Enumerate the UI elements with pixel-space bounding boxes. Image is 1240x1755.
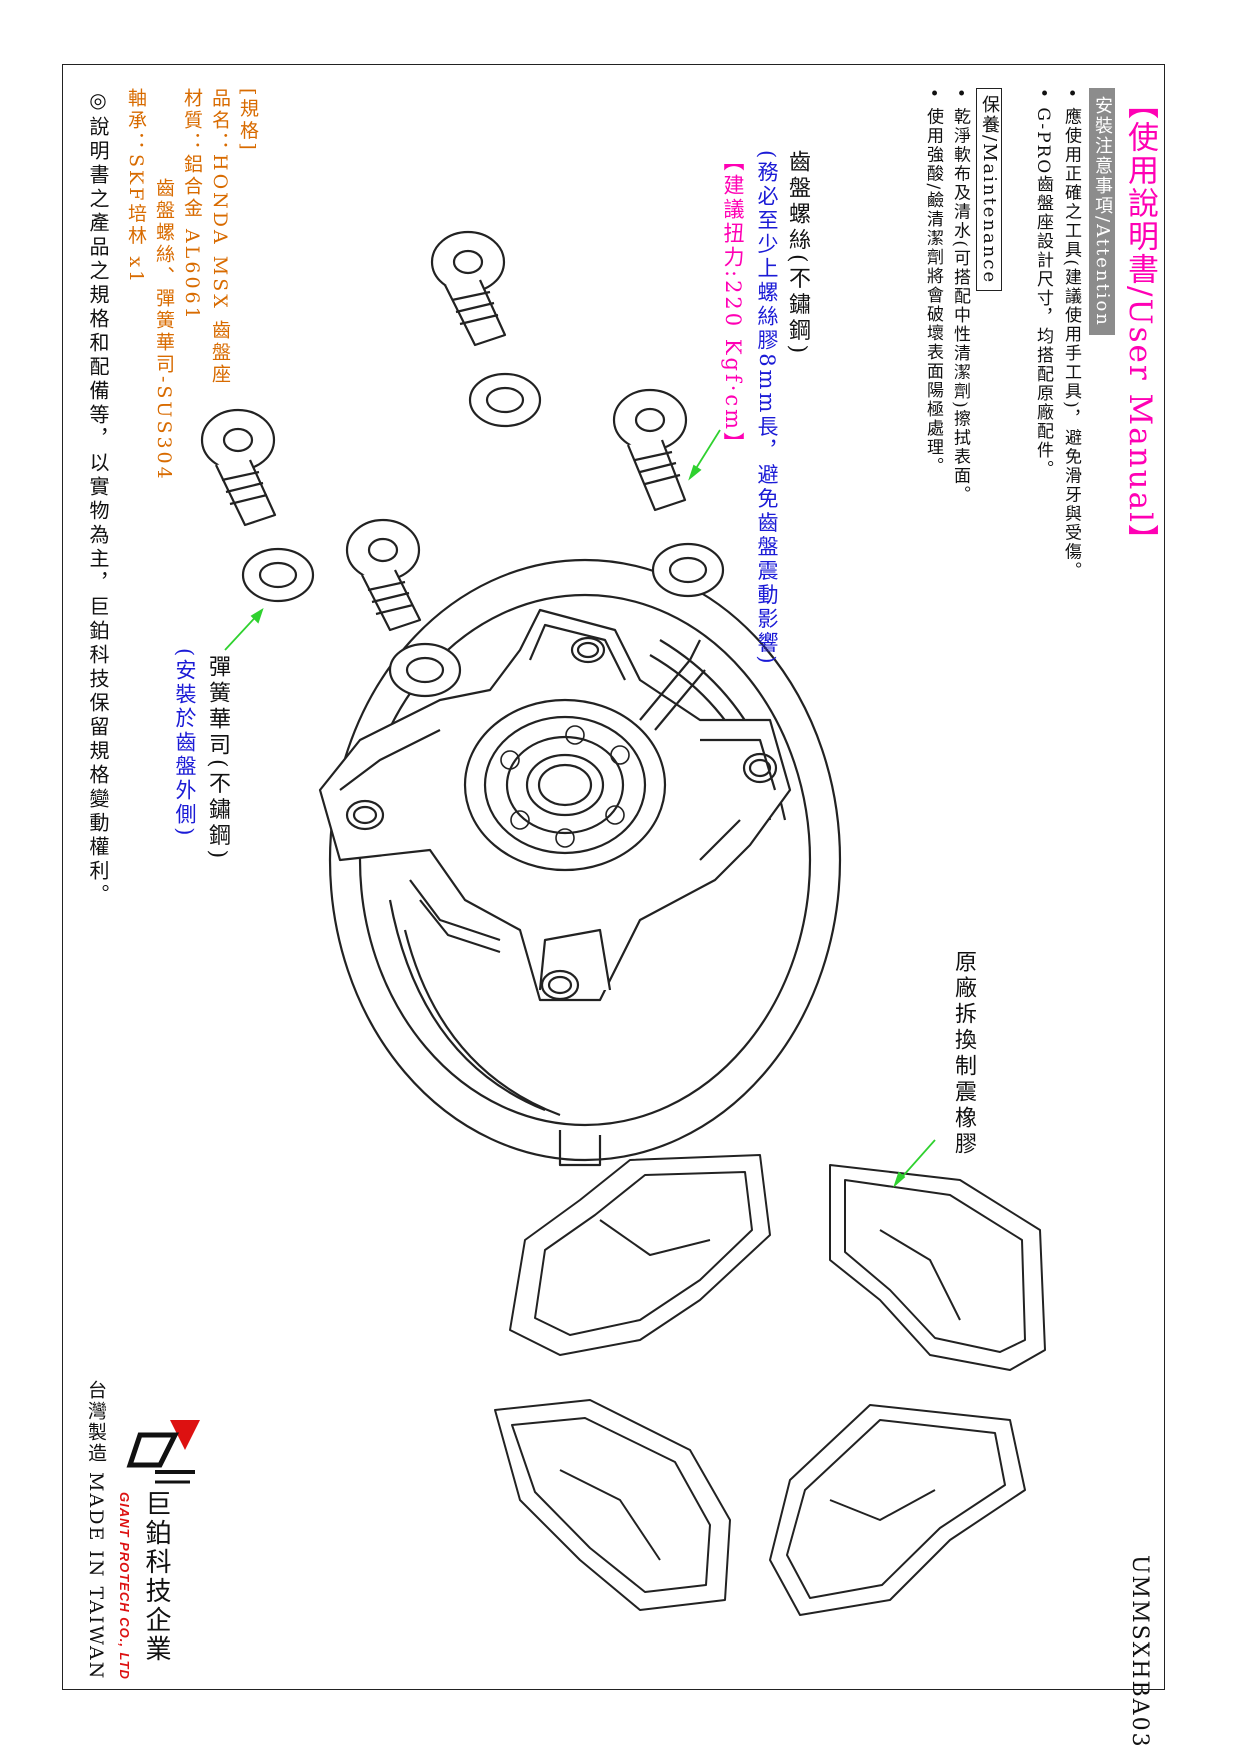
washer-3	[241, 547, 315, 603]
brand-name-zh: 巨鉑科技企業	[141, 1490, 171, 1664]
spec-name: 品名：HONDA MSX 齒盤座	[209, 88, 231, 386]
spec-material-2: 齒盤螺絲、彈簧華司-SUS304	[153, 178, 175, 482]
rubber-damper-2	[829, 1164, 1046, 1371]
damper-label: 原廠拆換制震橡膠	[951, 950, 976, 1158]
rubber-damper-4	[769, 1404, 1026, 1616]
attention-item: • 應使用正確之工具(建議使用手工具)，避免滑牙與受傷。	[1061, 88, 1081, 581]
washer-1	[468, 372, 542, 428]
spec-bearing: 軸承：SKF培林 x1	[125, 88, 147, 286]
footnote: ◎說明書之產品之規格和配備等，以實物為主，巨鉑科技保留規格變動權利。	[86, 88, 110, 908]
attention-header: 安裝注意事項/Attention	[1089, 88, 1115, 335]
bolt-torque: 【建議扭力:220 Kgf·cm】	[721, 150, 745, 457]
maintenance-item: • 乾淨軟布及清水(可搭配中性清潔劑)擦拭表面。	[950, 88, 970, 505]
leader-lines	[224, 429, 936, 1188]
rubber-damper-3	[494, 1399, 731, 1611]
bolt-label: 齒盤螺絲(不鏽鋼)	[785, 150, 810, 358]
spec-header: [規格]	[237, 88, 259, 153]
page-frame	[62, 64, 1165, 1690]
bolt-4	[345, 518, 422, 632]
gpro-logo-icon	[126, 1420, 200, 1484]
brand-name-en: GIANT PROTECH CO., LTD	[117, 1492, 132, 1680]
maintenance-item: • 使用強酸/鹼清潔劑將會破壞表面陽極處理。	[923, 88, 943, 477]
bolt-2	[612, 388, 688, 512]
bolt-note: (務必至少上螺絲膠8mm長，避免齒盤震動影響)	[755, 150, 779, 667]
bolt-1	[430, 230, 507, 347]
washer-4	[388, 642, 462, 698]
washer-label: 彈簧華司(不鏽鋼)	[205, 655, 230, 863]
attention-item: • G-PRO齒盤座設計尺寸，均搭配原廠配件。	[1033, 88, 1053, 480]
washer-2	[651, 542, 725, 598]
made-in-label: 台灣製造 MADE IN TAIWAN	[85, 1380, 107, 1681]
rubber-damper-1	[509, 1154, 771, 1356]
washer-note: (安裝於齒盤外側)	[173, 648, 197, 839]
document-code: UMMSXHBA03	[1127, 1555, 1152, 1749]
maintenance-header: 保養/Maintenance	[976, 88, 1002, 292]
spec-material: 材質：鋁合金 AL6061	[181, 88, 203, 322]
manual-title: 【使用說明書/User Manual】	[1122, 88, 1158, 558]
bolt-3	[200, 408, 277, 527]
